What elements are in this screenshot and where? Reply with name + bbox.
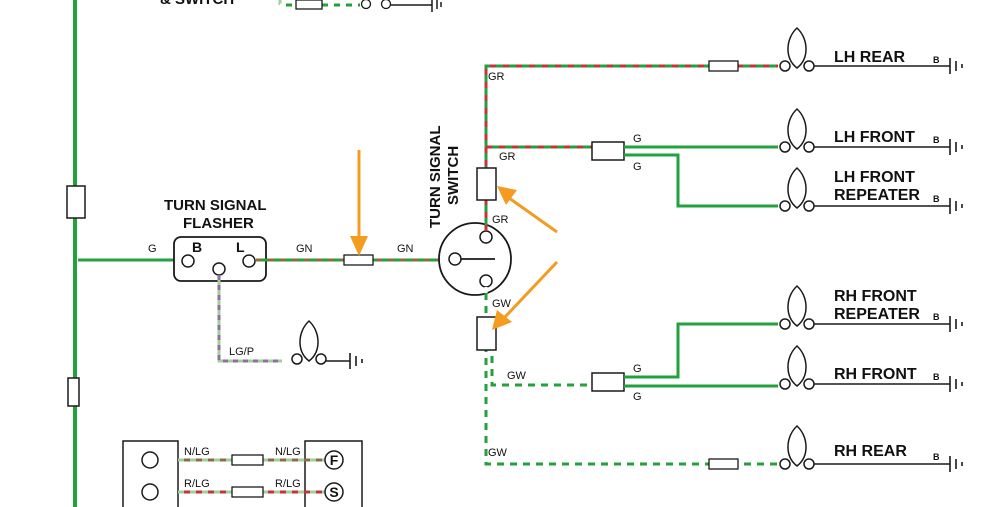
wire-label-gn-left: GN [296,243,313,255]
flasher-terminal-b [181,254,195,268]
lh-front-wires [624,145,778,208]
ground-b-lh-front: B [933,135,940,145]
lamp-rh-front-repeater [779,284,963,332]
wire-label-gw-low: GW [507,370,527,382]
lamp-rh-rear [779,424,963,472]
connector-icon [343,254,374,266]
lamp-rh-front [779,344,963,392]
flasher-terminal-l [242,254,256,268]
connector-icon [476,167,497,201]
connector-icon [476,316,497,351]
label-lh-front-repeater-2: REPEATER [834,187,920,204]
ground-b-rh-rear: B [933,452,940,462]
lgp-wire [217,275,282,363]
flasher-pin-l: L [236,239,245,255]
wire-label-g-rhf-lower: G [633,391,642,403]
ground-icon [949,58,963,74]
bulb-icon [779,284,815,330]
wire-label-gr-top: GR [488,71,505,83]
wire-label-gw-bottom: GW [488,447,508,459]
flasher-pin-b: B [192,239,202,255]
wire-label-nlg-left: N/LG [184,446,210,458]
ground-b-rh-front: B [933,372,940,382]
top-partial-circuit [278,0,442,12]
wire-label-g-lhf-lower: G [633,161,642,173]
wire-label-rlg-left: R/LG [184,478,210,490]
wire-label-g-lhf-upper: G [633,133,642,145]
bulb-icon [779,26,815,72]
connector-icon [708,60,739,72]
flasher-title-line2: FLASHER [183,215,254,232]
ground-icon [949,139,963,155]
label-rh-front-repeater-1: RH FRONT [834,288,917,305]
arrow-icon [497,186,558,234]
ground-icon [949,376,963,392]
hazard-pin-f: F [330,452,339,468]
ground-icon [949,316,963,332]
lamp-flasher-warning [291,319,363,369]
ground-b-lh-front-repeater: B [933,194,940,204]
switch-title-line2: SWITCH [445,146,462,205]
connector-icon [591,372,625,392]
lamp-lh-front-repeater [779,166,963,214]
bulb-icon [779,424,815,470]
connector-icon [231,454,264,466]
ground-icon [949,198,963,214]
label-lh-front-repeater-1: LH FRONT [834,169,915,186]
label-rh-front-repeater-2: REPEATER [834,306,920,323]
rh-front-wires [624,322,778,388]
turn-signal-switch [438,222,512,296]
hazard-pin-s: S [329,484,338,500]
ground-icon [349,353,363,369]
wire-label-gw-switch: GW [492,298,512,310]
switch-title-line1: TURN SIGNAL [427,126,444,229]
ground-b-lh-rear: B [933,55,940,65]
lamp-lh-rear [779,26,963,74]
arrow-icon [350,150,368,256]
bulb-icon [779,107,815,153]
partial-title: & SWITCH [160,0,234,8]
fuse-icon [67,377,80,407]
wire-label-lgp: LG/P [229,346,254,358]
wire-label-gr-mid: GR [499,151,516,163]
hazard-switch [122,440,363,507]
wire-label-rlg-right: R/LG [275,478,301,490]
main-feed-wire [73,0,175,507]
connector-icon [708,458,739,470]
label-rh-front: RH FRONT [834,366,917,383]
label-lh-front: LH FRONT [834,129,915,146]
lamp-lh-front [779,107,963,155]
bulb-icon [291,319,327,365]
wire-label-g-flasher: G [148,243,157,255]
wire-label-g-rhf-upper: G [633,363,642,375]
wire-label-gn-right: GN [397,243,414,255]
bulb-icon [779,166,815,212]
wire-label-gr-switch: GR [492,214,509,226]
bulb-icon [779,344,815,390]
flasher-title-line1: TURN SIGNAL [164,197,267,214]
fuse-icon [66,185,86,219]
label-rh-rear: RH REAR [834,443,907,460]
connector-icon [295,0,323,10]
arrow-icon [492,260,559,330]
label-lh-rear: LH REAR [834,49,906,66]
connector-icon [591,141,625,161]
ground-icon [949,456,963,472]
wire-label-nlg-right: N/LG [275,446,301,458]
flasher-terminal-ground [212,262,226,276]
connector-icon [231,486,264,498]
ground-b-rh-front-repeater: B [933,312,940,322]
